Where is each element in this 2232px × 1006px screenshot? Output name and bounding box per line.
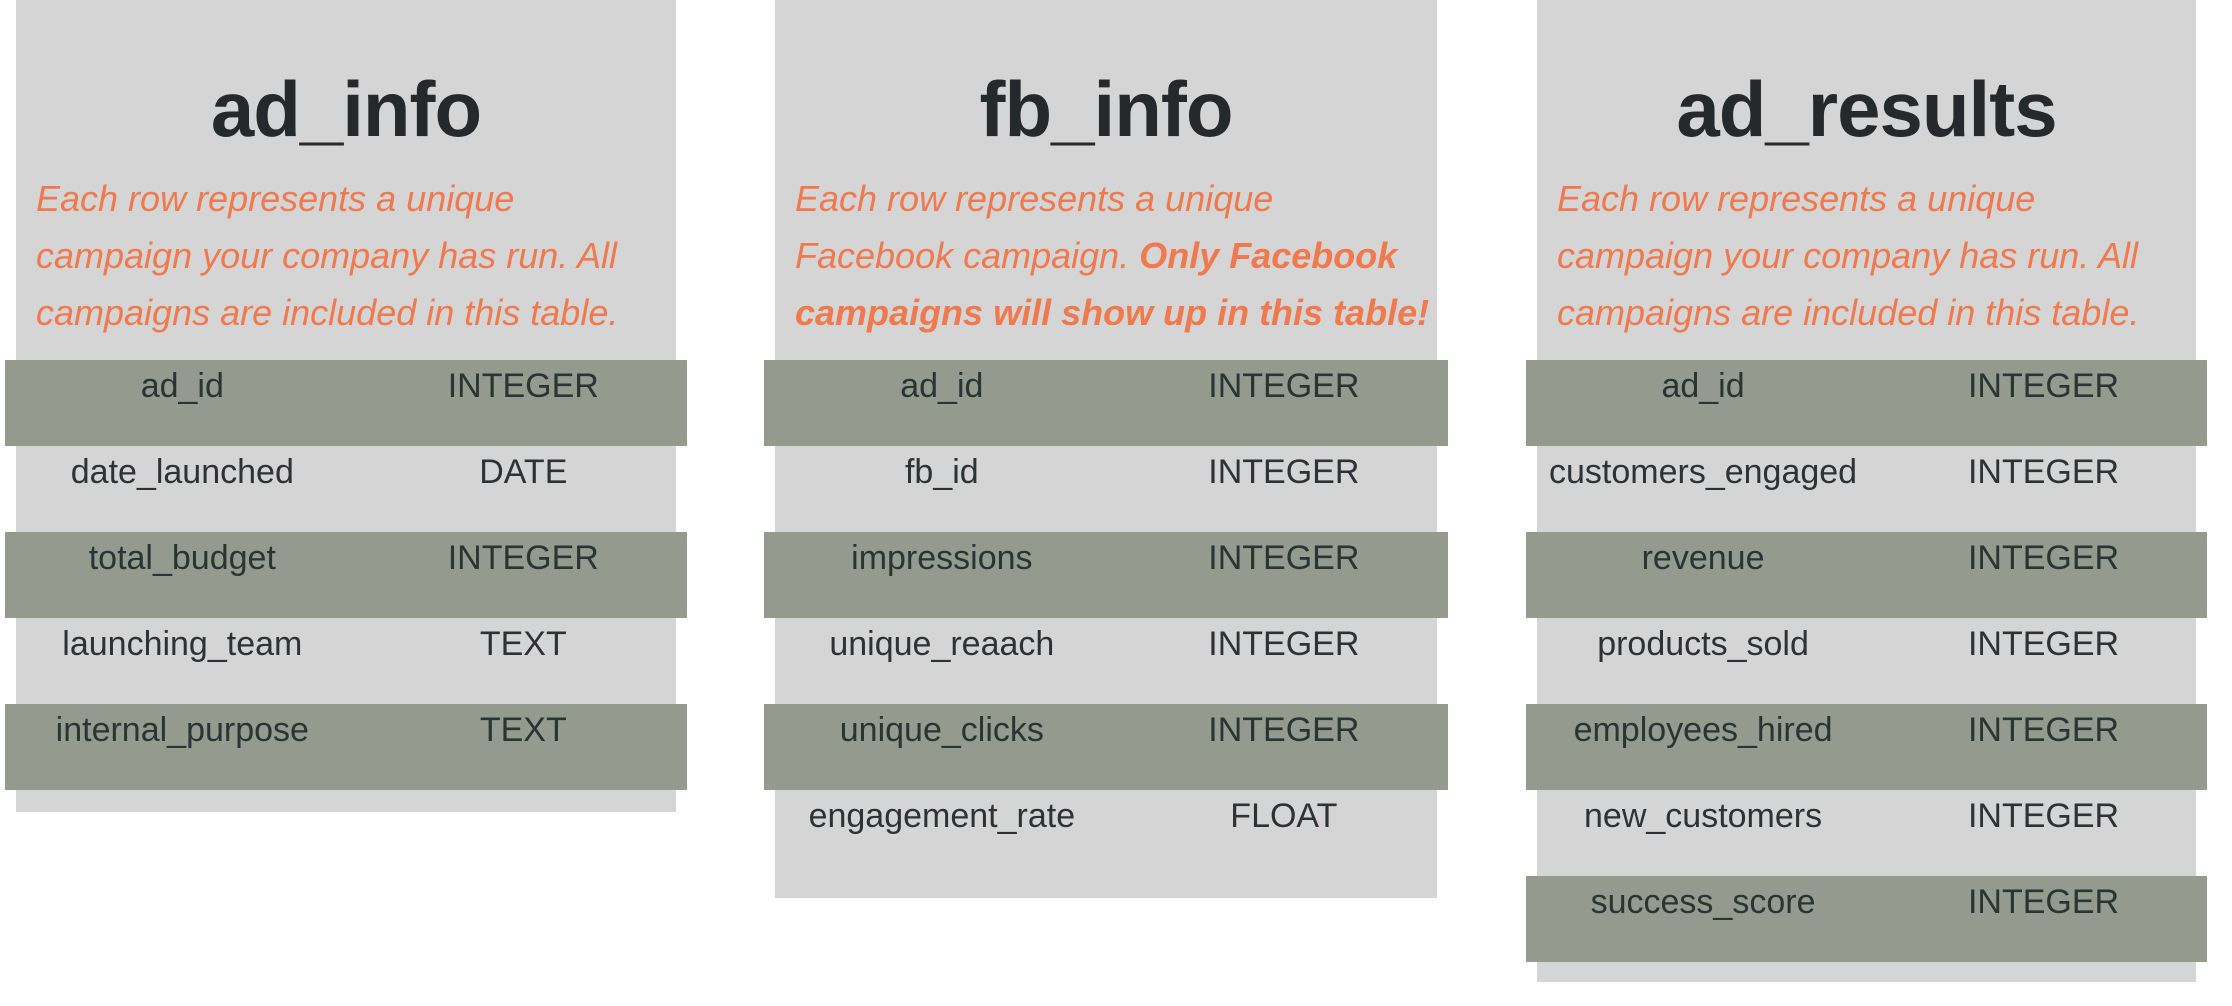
column-type: DATE [479, 453, 568, 491]
table-row: impressions INTEGER [764, 532, 1448, 618]
column-type: INTEGER [1967, 883, 2120, 921]
column-name: new_customers [1584, 797, 1823, 835]
column-name: ad_id [140, 367, 224, 405]
column-type: INTEGER [1208, 711, 1360, 749]
table-title: ad_results [1676, 65, 2057, 153]
field-rows: ad_id INTEGER customers_engaged INTEGER … [1526, 360, 2207, 962]
description-line: Each row represents a unique [795, 170, 1437, 227]
column-name: ad_id [1661, 367, 1745, 405]
table-row: customers_engaged INTEGER [1526, 446, 2207, 532]
description-bold-text: campaigns will show up in this table! [795, 292, 1430, 333]
description-text: Each row represents a unique [1557, 178, 2036, 219]
description-text: Each row represents a unique [36, 178, 515, 219]
column-type: INTEGER [1967, 453, 2120, 491]
table-row: ad_id INTEGER [764, 360, 1448, 446]
table-row: unique_clicks INTEGER [764, 704, 1448, 790]
description-line: Each row represents a unique [1557, 170, 2196, 227]
column-name: unique_clicks [839, 711, 1044, 749]
column-type: INTEGER [447, 367, 599, 405]
description-line: campaigns will show up in this table! [795, 284, 1437, 341]
column-type: INTEGER [1208, 367, 1360, 405]
table-row: total_budget INTEGER [5, 532, 687, 618]
column-name: fb_id [904, 453, 979, 491]
column-type: INTEGER [1208, 625, 1360, 663]
field-rows: ad_id INTEGER date_launched DATE total_b… [5, 360, 687, 790]
column-type: FLOAT [1230, 797, 1338, 835]
table-row: employees_hired INTEGER [1526, 704, 2207, 790]
table-row: ad_id INTEGER [1526, 360, 2207, 446]
table-row: products_sold INTEGER [1526, 618, 2207, 704]
column-name: revenue [1641, 539, 1765, 577]
table-description: Each row represents a unique campaign yo… [16, 170, 676, 341]
column-type: INTEGER [1208, 453, 1360, 491]
table-row: ad_id INTEGER [5, 360, 687, 446]
table-row: revenue INTEGER [1526, 532, 2207, 618]
description-text: campaign your company has run. All [36, 235, 617, 276]
column-name: date_launched [70, 453, 294, 491]
table-row: engagement_rate FLOAT [764, 790, 1448, 876]
column-name: internal_purpose [55, 711, 309, 749]
table-row: success_score INTEGER [1526, 876, 2207, 962]
column-type: INTEGER [1967, 539, 2120, 577]
column-type: INTEGER [447, 539, 599, 577]
column-name: success_score [1590, 883, 1816, 921]
description-line: campaign your company has run. All [36, 227, 676, 284]
description-line: campaign your company has run. All [1557, 227, 2196, 284]
column-name: customers_engaged [1549, 453, 1858, 491]
column-name: ad_id [900, 367, 984, 405]
table-card-ad-info: ad_info Each row represents a unique cam… [5, 0, 687, 812]
table-row: unique_reaach INTEGER [764, 618, 1448, 704]
column-type: INTEGER [1208, 539, 1360, 577]
description-text: Facebook campaign. [795, 235, 1140, 276]
column-type: INTEGER [1967, 625, 2120, 663]
description-text: campaigns are included in this table. [36, 292, 619, 333]
table-description: Each row represents a unique Facebook ca… [775, 170, 1437, 341]
table-row: fb_id INTEGER [764, 446, 1448, 532]
column-name: launching_team [62, 625, 303, 663]
table-card-fb-info: fb_info Each row represents a unique Fac… [764, 0, 1448, 898]
description-text: campaigns are included in this table. [1557, 292, 2140, 333]
table-row: launching_team TEXT [5, 618, 687, 704]
table-title: ad_info [210, 65, 482, 153]
column-name: total_budget [88, 539, 276, 577]
table-card-ad-results: ad_results Each row represents a unique … [1526, 0, 2207, 982]
column-type: INTEGER [1967, 711, 2120, 749]
column-name: employees_hired [1573, 711, 1833, 749]
description-line: campaigns are included in this table. [1557, 284, 2196, 341]
column-type: INTEGER [1967, 367, 2120, 405]
column-type: TEXT [479, 625, 567, 663]
column-name: impressions [851, 539, 1033, 577]
table-title: fb_info [979, 65, 1234, 153]
column-name: engagement_rate [808, 797, 1076, 835]
column-type: TEXT [479, 711, 567, 749]
column-name: unique_reaach [829, 625, 1055, 663]
description-bold-text: Only Facebook [1139, 235, 1398, 276]
description-line: Facebook campaign. Only Facebook [795, 227, 1437, 284]
description-line: Each row represents a unique [36, 170, 676, 227]
description-line: campaigns are included in this table. [36, 284, 676, 341]
field-rows: ad_id INTEGER fb_id INTEGER impressions … [764, 360, 1448, 876]
column-name: products_sold [1597, 625, 1809, 663]
table-description: Each row represents a unique campaign yo… [1537, 170, 2196, 341]
description-text: campaign your company has run. All [1557, 235, 2138, 276]
table-row: internal_purpose TEXT [5, 704, 687, 790]
description-text: Each row represents a unique [795, 178, 1274, 219]
table-row: new_customers INTEGER [1526, 790, 2207, 876]
column-type: INTEGER [1967, 797, 2120, 835]
table-row: date_launched DATE [5, 446, 687, 532]
